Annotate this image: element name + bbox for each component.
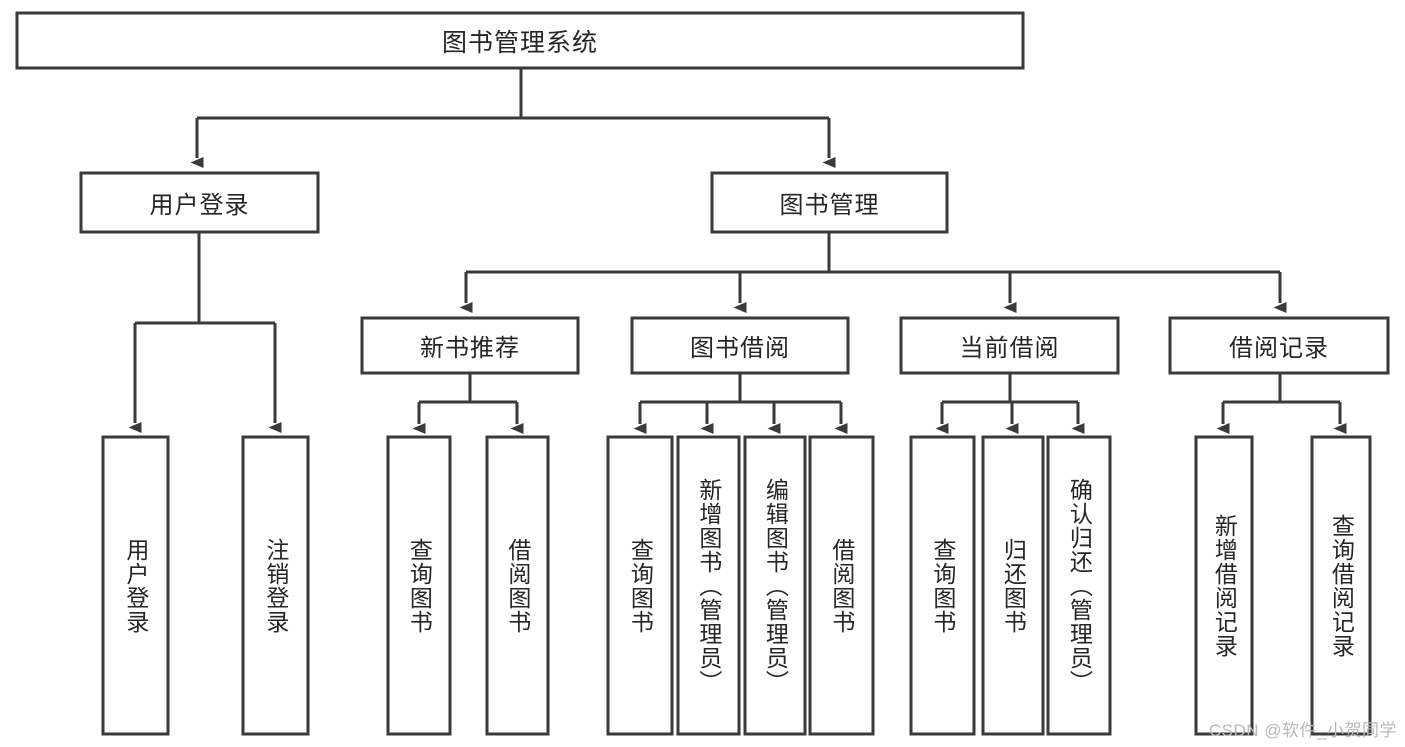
node-box-leaf-3[interactable] (386, 435, 452, 736)
node-box-book-manage[interactable] (710, 171, 949, 234)
connector-layer (128, 68, 1347, 434)
node-box-root[interactable] (15, 11, 1025, 70)
node-box-leaf-5[interactable] (606, 435, 674, 736)
node-box-leaf-6[interactable] (676, 435, 741, 736)
node-box-current-borrow[interactable] (899, 316, 1120, 375)
node-box-leaf-10[interactable] (981, 435, 1045, 736)
node-box-leaf-2[interactable] (241, 435, 310, 736)
node-box-book-borrow[interactable] (630, 316, 850, 375)
node-box-leaf-12[interactable] (1194, 435, 1254, 736)
node-box-user-login[interactable] (79, 171, 320, 234)
node-box-layer (15, 11, 1390, 736)
node-box-leaf-8[interactable] (808, 435, 875, 736)
node-box-leaf-4[interactable] (485, 435, 550, 736)
node-box-leaf-13[interactable] (1310, 435, 1372, 736)
node-box-new-book-rec[interactable] (360, 316, 580, 375)
node-box-borrow-record[interactable] (1168, 316, 1390, 375)
node-box-leaf-11[interactable] (1046, 435, 1112, 736)
node-box-leaf-1[interactable] (101, 435, 170, 736)
node-box-leaf-7[interactable] (743, 435, 807, 736)
node-box-leaf-9[interactable] (909, 435, 976, 736)
